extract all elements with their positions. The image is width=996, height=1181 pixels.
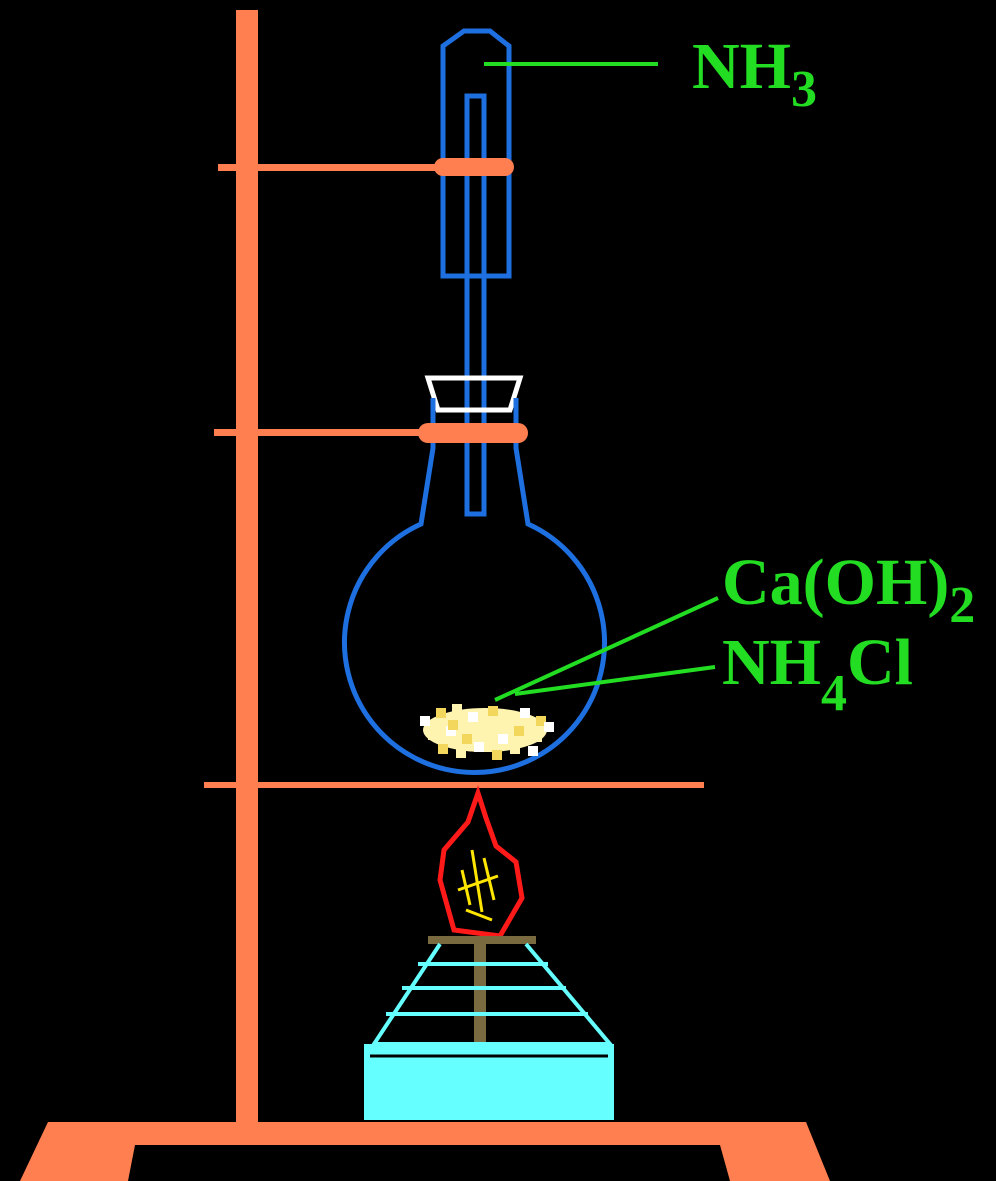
flame-inner (457, 849, 499, 922)
nh3-main: NH (692, 30, 791, 103)
nh4cl-main: NH (722, 626, 821, 699)
powder-speck (462, 734, 472, 744)
powder-speck (446, 726, 456, 736)
powder-speck (420, 716, 430, 726)
powder-speck (498, 734, 508, 744)
powder-speck (480, 726, 490, 736)
flask-stopper (424, 375, 524, 413)
middle-clamp-arm (214, 429, 424, 436)
upper-clamp-arm (218, 164, 448, 171)
delivery-tube (464, 93, 487, 517)
powder-speck (520, 708, 530, 718)
powder-speck (528, 746, 538, 756)
caoh2-label: Ca(OH)2 (722, 546, 975, 634)
powder-speck (456, 748, 466, 758)
nh4cl-pointer-line (514, 665, 716, 696)
powder-specks (420, 704, 554, 760)
round-bottom-flask (342, 398, 607, 775)
nh4cl-label: NH4Cl (722, 626, 913, 722)
powder-speck (448, 720, 458, 730)
powder-speck (474, 742, 484, 752)
powder-speck (510, 744, 520, 754)
collection-test-tube (440, 28, 512, 279)
middle-clamp-ring (418, 423, 528, 443)
nh3-label: NH3 (692, 30, 817, 118)
stand-base (20, 1122, 830, 1181)
powder-speck (500, 722, 510, 732)
powder-speck (468, 712, 478, 722)
nh4cl-tail: Cl (847, 626, 913, 699)
nh4cl-sub: 4 (821, 665, 847, 722)
caoh2-pointer-line (494, 596, 719, 702)
powder-speck (544, 722, 554, 732)
powder-speck (532, 732, 542, 742)
powder-speck (452, 704, 462, 714)
powder-speck (428, 730, 438, 740)
powder-speck (436, 708, 446, 718)
lamp-cap (428, 936, 536, 944)
lamp-wick (474, 944, 486, 1056)
powder-speck (504, 712, 514, 722)
nh3-sub: 3 (791, 61, 817, 118)
caoh2-sub: 2 (949, 577, 975, 634)
caoh2-main: Ca(OH) (722, 546, 949, 619)
powder-speck (536, 716, 546, 726)
powder-speck (492, 750, 502, 760)
upper-clamp-ring (434, 158, 514, 176)
stand-rod (236, 10, 258, 1125)
lamp-cone (370, 942, 615, 1046)
powder-speck (438, 744, 448, 754)
support-ring (204, 782, 704, 788)
powder-speck (514, 726, 524, 736)
powder-speck (488, 706, 498, 716)
